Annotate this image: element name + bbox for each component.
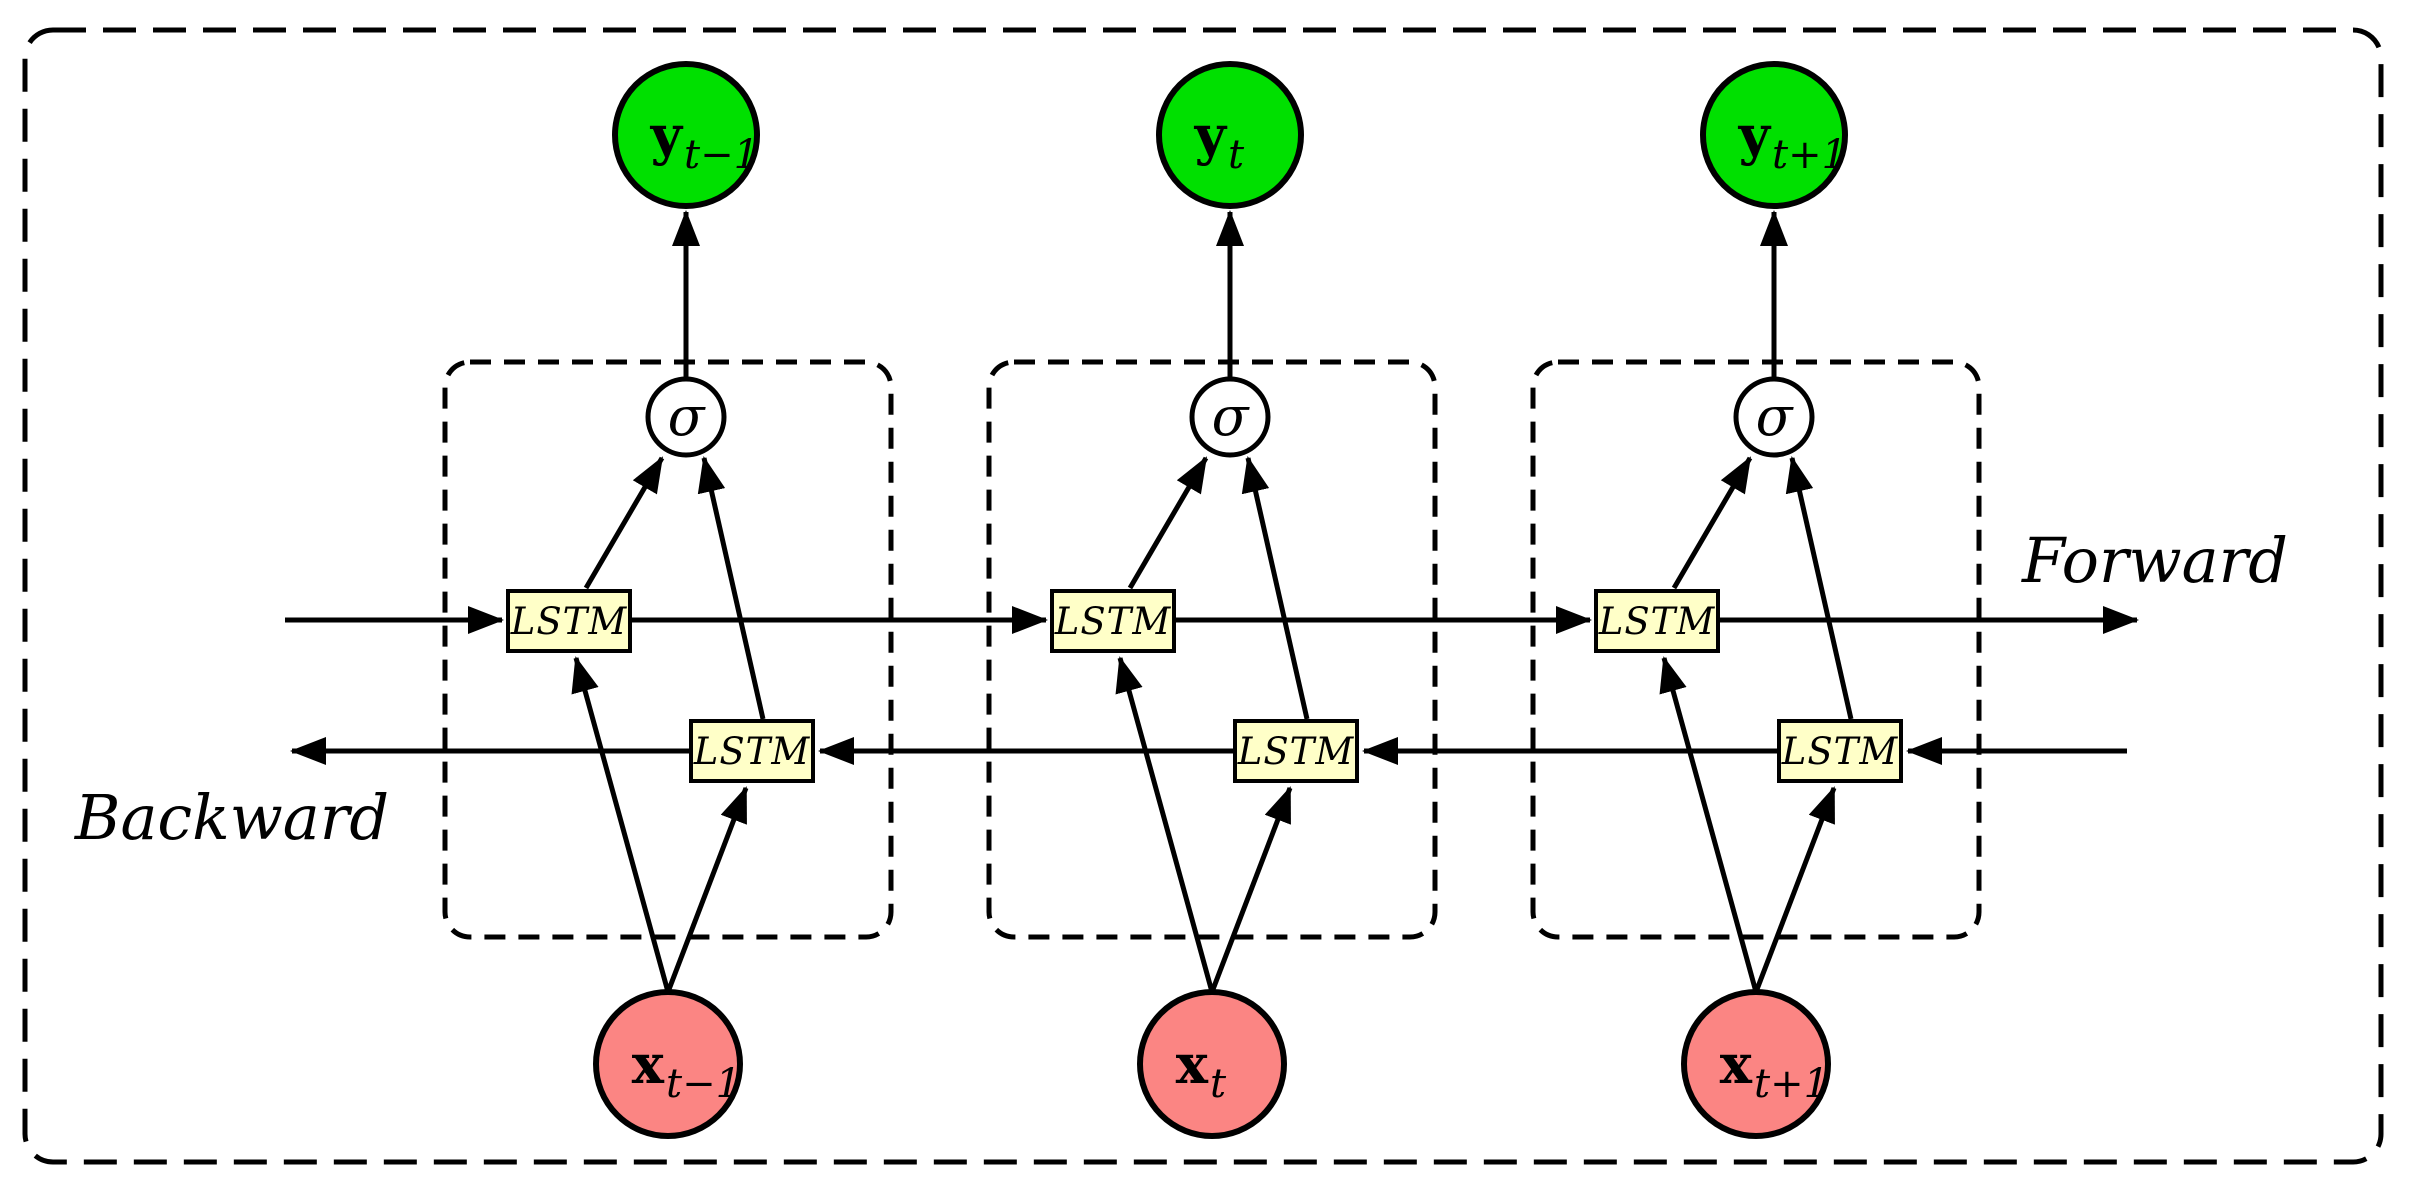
input-node (1681, 989, 1831, 1139)
input-label-subscript: t−1 (666, 1061, 741, 1107)
forward-lstm-label: LSTM (510, 600, 628, 643)
output-node (1156, 61, 1304, 209)
input-to-backward-arrow (665, 786, 749, 993)
forward-to-activation-arrow (1127, 456, 1209, 590)
activation-node (1733, 376, 1815, 458)
activation-label: σ (1756, 385, 1795, 448)
outer-boundary (22, 27, 2384, 1165)
output-label-base: y (650, 103, 684, 167)
forward-lstm-label: LSTM (1598, 600, 1716, 643)
backward-to-activation-arrow (697, 456, 766, 720)
backward-lstm-box (1233, 719, 1359, 783)
cell-boundary (1530, 359, 1982, 940)
input-to-backward-arrow (1753, 786, 1837, 993)
activation-node (645, 376, 727, 458)
input-node (1137, 989, 1287, 1139)
input-to-forward-arrow (571, 656, 671, 993)
forward-lstm-box (506, 589, 632, 653)
input-to-backward-arrow (1209, 786, 1293, 993)
backward-lstm-label: LSTM (1781, 730, 1899, 773)
activation-node (1189, 376, 1271, 458)
forward-lstm-box (1050, 589, 1176, 653)
lstm-cell-t-plus-1: y t+1 σ LSTM LSTM x t+1 (1530, 61, 1982, 1139)
input-label-subscript: t (1210, 1061, 1227, 1107)
output-label-subscript: t (1228, 132, 1245, 178)
forward-direction-label: Forward (2021, 524, 2288, 597)
forward-to-activation-arrow (583, 456, 665, 590)
input-label-base: x (1720, 1032, 1753, 1096)
input-to-forward-arrow (1659, 656, 1759, 993)
output-node (612, 61, 760, 209)
backward-to-activation-arrow (1785, 456, 1854, 720)
cell-boundary (442, 359, 894, 940)
input-label-subscript: t+1 (1754, 1061, 1829, 1107)
output-node (1700, 61, 1848, 209)
backward-lstm-box (689, 719, 815, 783)
lstm-cell-t-minus-1: y t−1 σ LSTM LSTM x t−1 (442, 61, 894, 1139)
backward-lstm-box (1777, 719, 1903, 783)
activation-label: σ (668, 385, 707, 448)
cell-boundary (986, 359, 1438, 940)
backward-lstm-label: LSTM (1237, 730, 1355, 773)
input-to-forward-arrow (1115, 656, 1215, 993)
output-label-subscript: t+1 (1772, 132, 1847, 178)
activation-label: σ (1212, 385, 1251, 448)
forward-lstm-label: LSTM (1054, 600, 1172, 643)
output-label-subscript: t−1 (684, 132, 759, 178)
forward-lstm-box (1594, 589, 1720, 653)
input-node (593, 989, 743, 1139)
backward-to-activation-arrow (1241, 456, 1310, 720)
forward-to-activation-arrow (1671, 456, 1753, 590)
backward-direction-label: Backward (74, 781, 389, 854)
backward-lstm-label: LSTM (693, 730, 811, 773)
input-label-base: x (1176, 1032, 1209, 1096)
output-label-base: y (1194, 103, 1228, 167)
input-label-base: x (632, 1032, 665, 1096)
lstm-cell-t: y t σ LSTM LSTM x t (986, 61, 1438, 1139)
output-label-base: y (1738, 103, 1772, 167)
